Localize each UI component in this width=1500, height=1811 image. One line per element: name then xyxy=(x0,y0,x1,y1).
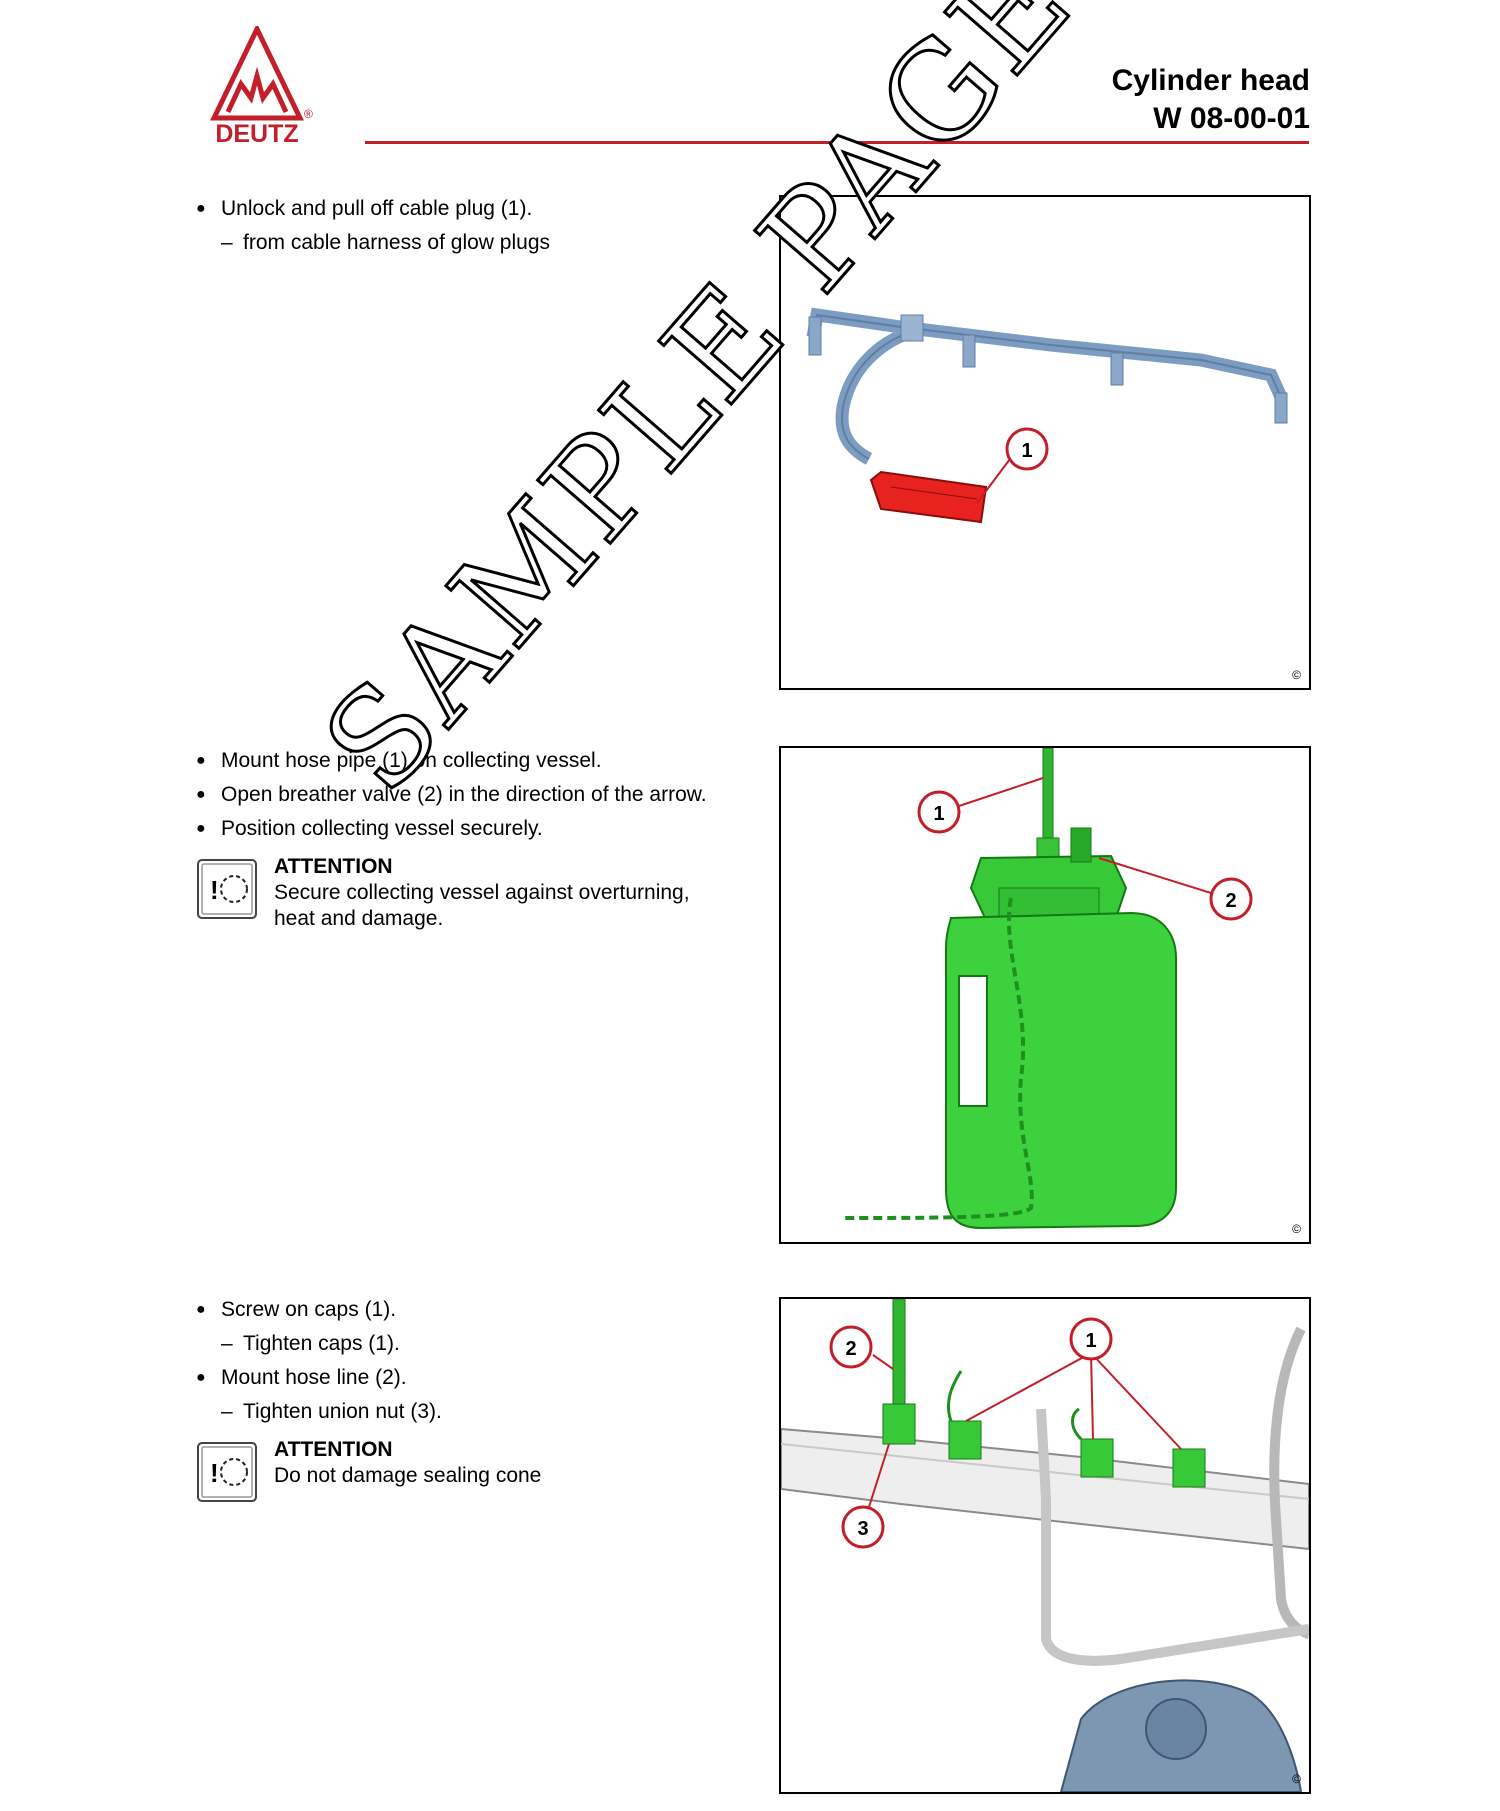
header-rule xyxy=(365,141,1309,144)
deutz-logo: DEUTZ ® xyxy=(210,26,313,146)
svg-text:1: 1 xyxy=(1085,1330,1096,1352)
document-number: W 08-00-01 xyxy=(1153,102,1310,135)
page-title: Cylinder head W 08-00-01 xyxy=(1112,62,1310,138)
list-item: Position collecting vessel securely. xyxy=(196,812,756,846)
figure-glow-plug-harness: 1 © xyxy=(779,195,1311,690)
list-item: Unlock and pull off cable plug (1). xyxy=(196,192,756,226)
attention-title: ATTENTION xyxy=(274,1438,393,1461)
vessel-illustration: 1 2 xyxy=(840,748,1253,1230)
svg-text:2: 2 xyxy=(1225,890,1236,912)
list-subitem: –Tighten caps (1). xyxy=(221,1332,400,1355)
section-title: Cylinder head xyxy=(1111,64,1310,97)
harness-illustration: 1 xyxy=(806,307,1288,524)
svg-text:1: 1 xyxy=(933,803,944,825)
rail-illustration: 2 1 3 xyxy=(781,1299,1309,1792)
list-item: Mount hose line (2). xyxy=(196,1361,756,1395)
attention-icon: ! xyxy=(197,859,257,919)
svg-text:!: ! xyxy=(210,875,219,905)
attention-line: Secure collecting vessel against overtur… xyxy=(274,881,690,904)
attention-note: ! ATTENTION Do not damage sealing cone xyxy=(196,1437,756,1507)
copyright-mark: © xyxy=(1292,1222,1301,1236)
copyright-mark: © xyxy=(1292,1772,1301,1786)
attention-icon: ! xyxy=(197,1442,257,1502)
copyright-mark: © xyxy=(1292,668,1301,682)
svg-text:3: 3 xyxy=(857,1518,868,1540)
list-item: Screw on caps (1). xyxy=(196,1293,756,1327)
instruction-block-3: Screw on caps (1). –Tighten caps (1). Mo… xyxy=(196,1293,756,1507)
list-item: Open breather valve (2) in the direction… xyxy=(196,778,756,812)
svg-text:1: 1 xyxy=(1021,440,1032,462)
attention-note: ! ATTENTION Secure collecting vessel aga… xyxy=(196,854,756,930)
svg-text:2: 2 xyxy=(845,1338,856,1360)
list-subitem: –from cable harness of glow plugs xyxy=(221,231,550,254)
attention-title: ATTENTION xyxy=(274,855,393,878)
svg-text:DEUTZ: DEUTZ xyxy=(215,120,298,146)
list-item: Mount hose pipe (1) on collecting vessel… xyxy=(196,744,756,778)
attention-line: heat and damage. xyxy=(274,907,444,930)
instruction-block-1: Unlock and pull off cable plug (1). –fro… xyxy=(196,192,756,260)
attention-line: Do not damage sealing cone xyxy=(274,1464,542,1487)
figure-rail-caps: 2 1 3 © xyxy=(779,1297,1311,1794)
list-subitem: –Tighten union nut (3). xyxy=(221,1400,442,1423)
svg-text:!: ! xyxy=(210,1458,219,1488)
instruction-block-2: Mount hose pipe (1) on collecting vessel… xyxy=(196,744,756,930)
svg-text:®: ® xyxy=(304,107,313,121)
figure-collecting-vessel: 1 2 © xyxy=(779,746,1311,1244)
